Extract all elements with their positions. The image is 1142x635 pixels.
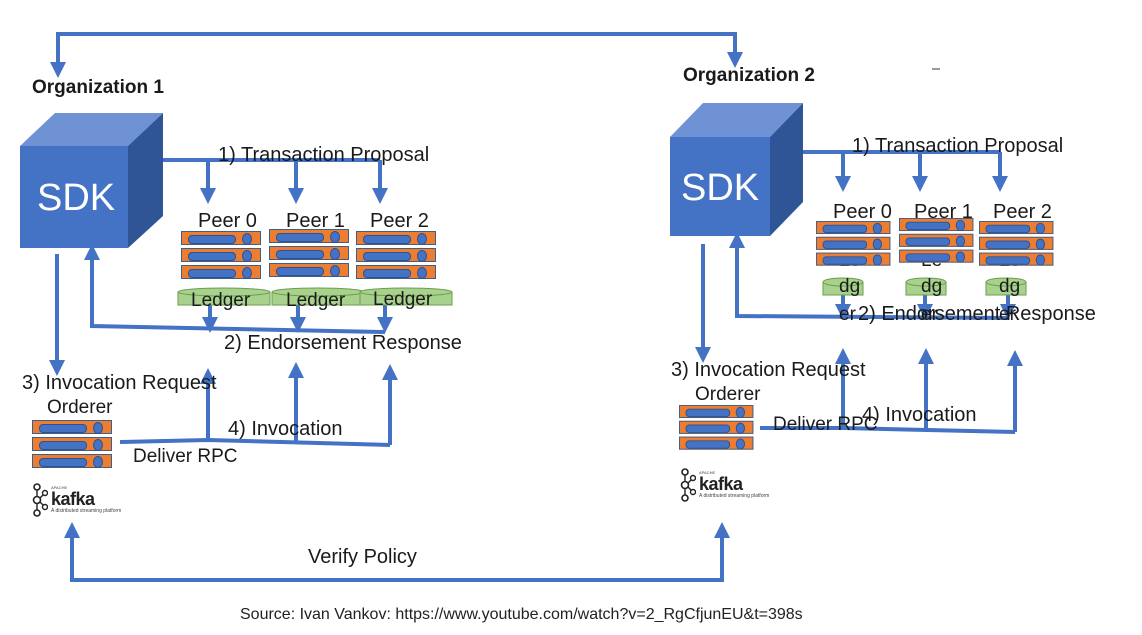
org2-deliver-label: Deliver RPC: [773, 414, 878, 435]
org2-step3-label: 3) Invocation Request: [671, 359, 866, 381]
org2-ledger2-part2: dg: [999, 276, 1021, 297]
source-caption: Source: Ivan Vankov: https://www.youtube…: [240, 606, 803, 623]
org2-peer1-label: Peer 1: [914, 201, 973, 223]
verify-policy-label: Verify Policy: [308, 546, 417, 568]
org2-step2-label: 2) Endorsement Response: [858, 303, 1096, 325]
kafka-icon: [32, 483, 48, 517]
org1-peer2-server: [356, 231, 436, 282]
org1-proposal-arrows: [163, 158, 388, 204]
org2-ledger0-part3: er: [839, 304, 856, 325]
kafka-tagline: A distributed streaming platform: [51, 508, 122, 514]
kafka-tagline: A distributed streaming platform: [699, 493, 770, 499]
kafka-word: kafka: [699, 474, 743, 494]
org2-ledger2-part3: er: [999, 304, 1016, 325]
org1-step1-label: 1) Transaction Proposal: [218, 144, 430, 166]
org1-ledger0-label: Ledger: [191, 290, 251, 311]
org1-sdk-cube: [20, 113, 163, 248]
org1-step4-label: 4) Invocation: [228, 418, 343, 440]
org2-title: Organization 2: [683, 65, 815, 86]
org2-invocation-arrows: [760, 348, 1023, 434]
org2-peer0-server: [816, 221, 891, 268]
org2-ledger1-part3: er: [921, 304, 938, 325]
org1-ledgers: [177, 287, 453, 306]
org1-sdk-label: SDK: [37, 177, 116, 219]
org1-invocation-arrows: [119, 362, 398, 447]
org1-step3-label: 3) Invocation Request: [22, 372, 217, 394]
org1-deliver-label: Deliver RPC: [133, 446, 238, 467]
org2-peer2-server: [979, 221, 1054, 268]
org2-peer0-label: Peer 0: [833, 201, 892, 223]
org1-ledger2-label: Ledger: [373, 289, 433, 310]
org1-peer2-label: Peer 2: [370, 210, 429, 232]
org2-sdk-cube: [670, 103, 803, 236]
org1-peer1-label: Peer 1: [286, 210, 345, 232]
org1-peer1-server: [269, 229, 349, 280]
org2-ledger1-part2: dg: [921, 276, 943, 297]
org1-orderer-label: Orderer: [47, 397, 113, 418]
org1-kafka-logo: APACHE kafka A distributed streaming pla…: [32, 483, 121, 517]
org2-sdk-label: SDK: [681, 167, 760, 209]
org1-orderer-server: [32, 420, 112, 471]
org2-ledger0-part2: dg: [839, 276, 861, 297]
verify-policy-arrow: [64, 522, 730, 582]
kafka-apache-text: APACHE: [51, 485, 68, 490]
org1-peer0-label: Peer 0: [198, 210, 257, 232]
org2-peer1-server: [899, 218, 974, 265]
org2-kafka-logo: APACHE kafka A distributed streaming pla…: [680, 468, 769, 502]
org2-peer2-label: Peer 2: [993, 201, 1052, 223]
org2-orderer-label: Orderer: [695, 384, 761, 405]
org1-ledger1-label: Ledger: [286, 290, 346, 311]
kafka-apache-text: APACHE: [699, 470, 716, 475]
org2-step4-label: 4) Invocation: [862, 404, 977, 426]
org1-title: Organization 1: [32, 77, 164, 98]
kafka-word: kafka: [51, 489, 95, 509]
org2-ledgers: [822, 277, 1027, 296]
org2-proposal-arrows: [803, 150, 1008, 192]
org1-peer0-server: [181, 231, 261, 282]
kafka-icon: [680, 468, 696, 502]
org-link-top-arrow: [50, 32, 743, 78]
org2-orderer-server: [679, 405, 754, 452]
org1-step2-label: 2) Endorsement Response: [224, 332, 462, 354]
org2-step1-label: 1) Transaction Proposal: [852, 135, 1064, 157]
